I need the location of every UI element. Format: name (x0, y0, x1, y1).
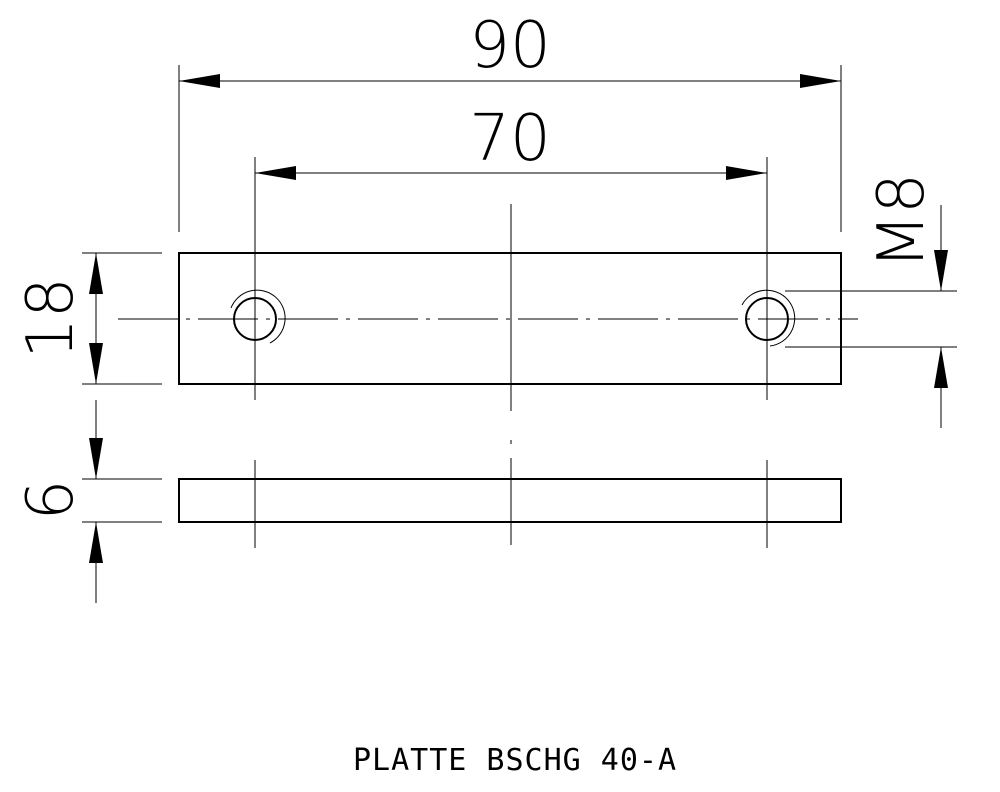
plate-side-view (178, 478, 842, 523)
hole-left (230, 289, 286, 344)
dimension-70-label: 70 (469, 102, 550, 176)
dimension-m8: M8 (785, 173, 957, 428)
dimension-18-label: 18 (14, 277, 88, 358)
dimension-90-label: 90 (469, 9, 550, 83)
dimension-m8-label: M8 (865, 173, 939, 269)
dimension-70: 70 (255, 102, 767, 180)
hole-right (741, 289, 796, 347)
dimension-18: 18 (14, 252, 162, 385)
dimension-90: 90 (178, 9, 842, 232)
dimension-6: 6 (14, 400, 162, 603)
dimension-6-label: 6 (14, 480, 88, 521)
drawing-title: PLATTE BSCHG 40-A (353, 743, 677, 778)
